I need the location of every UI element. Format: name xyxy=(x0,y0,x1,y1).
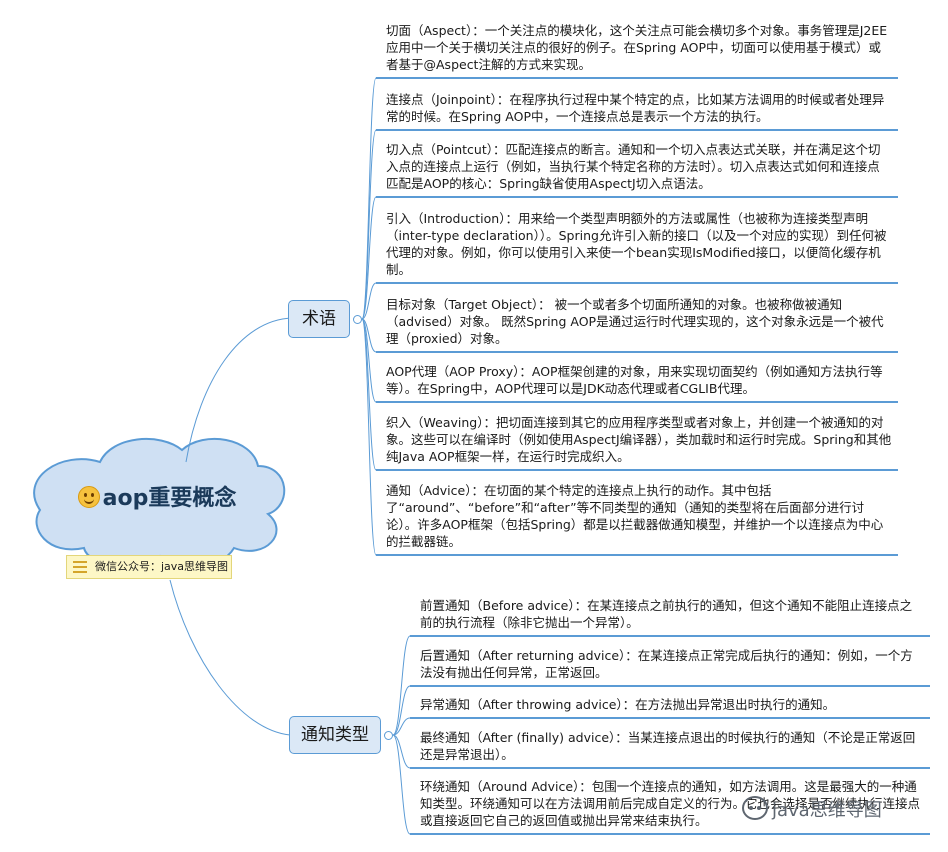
term-aop-proxy[interactable]: AOP代理（AOP Proxy）：AOP框架创建的对象，用来实现切面契约（例如通… xyxy=(376,363,898,403)
leaf-connector xyxy=(361,318,377,556)
branch-advice-types-collapse-icon[interactable] xyxy=(384,731,393,740)
advice-before-text: 前置通知（Before advice）：在某连接点之前执行的通知，但这个通知不能… xyxy=(420,598,913,630)
branch-terms-collapse-icon[interactable] xyxy=(353,315,362,324)
advice-around[interactable]: 环绕通知（Around Advice）：包围一个连接点的通知，如方法调用。这是最… xyxy=(410,778,930,835)
leaf-connector xyxy=(361,282,377,320)
term-aspect[interactable]: 切面（Aspect）：一个关注点的模块化，这个关注点可能会横切多个对象。事务管理… xyxy=(376,22,898,79)
advice-after-throwing-text: 异常通知（After throwing advice）：在方法抛出异常退出时执行… xyxy=(420,697,836,712)
leaf-connector xyxy=(392,734,411,769)
root-note-text: 微信公众号：java思维导图 xyxy=(95,560,229,573)
wechat-icon xyxy=(742,796,768,820)
leaf-connector xyxy=(361,77,377,320)
advice-after-finally[interactable]: 最终通知（After (finally) advice）：当某连接点退出的时候执… xyxy=(410,729,930,769)
term-joinpoint-text: 连接点（Joinpoint）：在程序执行过程中某个特定的点，比如某方法调用的时候… xyxy=(386,92,885,124)
branch-terms-label: 术语 xyxy=(302,309,336,329)
term-weaving-text: 织入（Weaving）：把切面连接到其它的应用程序类型或者对象上，并创建一个被通… xyxy=(386,415,892,464)
leaf-connector xyxy=(361,318,377,403)
term-advice[interactable]: 通知（Advice）：在切面的某个特定的连接点上执行的动作。其中包括了“arou… xyxy=(376,482,898,556)
root-note[interactable]: 微信公众号：java思维导图 xyxy=(66,555,232,579)
leaf-connector xyxy=(361,196,377,320)
root-title-box: aop重要概念 xyxy=(62,480,252,512)
term-weaving[interactable]: 织入（Weaving）：把切面连接到其它的应用程序类型或者对象上，并创建一个被通… xyxy=(376,414,898,471)
branch-advice-types-label: 通知类型 xyxy=(301,725,369,745)
term-joinpoint[interactable]: 连接点（Joinpoint）：在程序执行过程中某个特定的点，比如某方法调用的时候… xyxy=(376,91,898,131)
advice-after-finally-text: 最终通知（After (finally) advice）：当某连接点退出的时候执… xyxy=(420,730,916,762)
term-aop-proxy-text: AOP代理（AOP Proxy）：AOP框架创建的对象，用来实现切面契约（例如通… xyxy=(386,364,883,396)
term-target-object[interactable]: 目标对象（Target Object）： 被一个或者多个切面所通知的对象。也被称… xyxy=(376,296,898,353)
term-pointcut[interactable]: 切入点（Pointcut）：匹配连接点的断言。通知和一个切入点表达式关联，并在满… xyxy=(376,141,898,198)
term-aspect-text: 切面（Aspect）：一个关注点的模块化，这个关注点可能会横切多个对象。事务管理… xyxy=(386,23,888,72)
term-target-object-text: 目标对象（Target Object）： 被一个或者多个切面所通知的对象。也被称… xyxy=(386,297,884,346)
watermark: java思维导图 xyxy=(742,794,942,826)
smile-emoji-icon xyxy=(77,486,100,508)
term-introduction[interactable]: 引入（Introduction）：用来给一个类型声明额外的方法或属性（也被称为连… xyxy=(376,210,898,284)
watermark-text: java思维导图 xyxy=(772,800,882,821)
leaf-connector xyxy=(392,685,411,736)
branch-advice-types[interactable]: 通知类型 xyxy=(289,716,381,754)
branch-terms[interactable]: 术语 xyxy=(288,300,350,338)
root-title-text: aop重要概念 xyxy=(102,486,237,511)
advice-after-returning[interactable]: 后置通知（After returning advice）：在某连接点正常完成后执… xyxy=(410,647,930,687)
leaf-connector xyxy=(361,129,377,320)
term-advice-text: 通知（Advice）：在切面的某个特定的连接点上执行的动作。其中包括了“arou… xyxy=(386,483,884,549)
advice-around-text: 环绕通知（Around Advice）：包围一个连接点的通知，如方法调用。这是最… xyxy=(420,779,921,828)
term-pointcut-text: 切入点（Pointcut）：匹配连接点的断言。通知和一个切入点表达式关联，并在满… xyxy=(386,142,881,191)
leaf-connector xyxy=(392,717,411,736)
term-introduction-text: 引入（Introduction）：用来给一个类型声明额外的方法或属性（也被称为连… xyxy=(386,211,887,277)
advice-after-returning-text: 后置通知（After returning advice）：在某连接点正常完成后执… xyxy=(420,648,913,680)
leaf-connector xyxy=(392,635,411,736)
note-list-icon xyxy=(73,561,87,573)
advice-before[interactable]: 前置通知（Before advice）：在某连接点之前执行的通知，但这个通知不能… xyxy=(410,597,930,637)
leaf-connector xyxy=(392,734,411,835)
advice-after-throwing[interactable]: 异常通知（After throwing advice）：在方法抛出异常退出时执行… xyxy=(410,696,930,719)
